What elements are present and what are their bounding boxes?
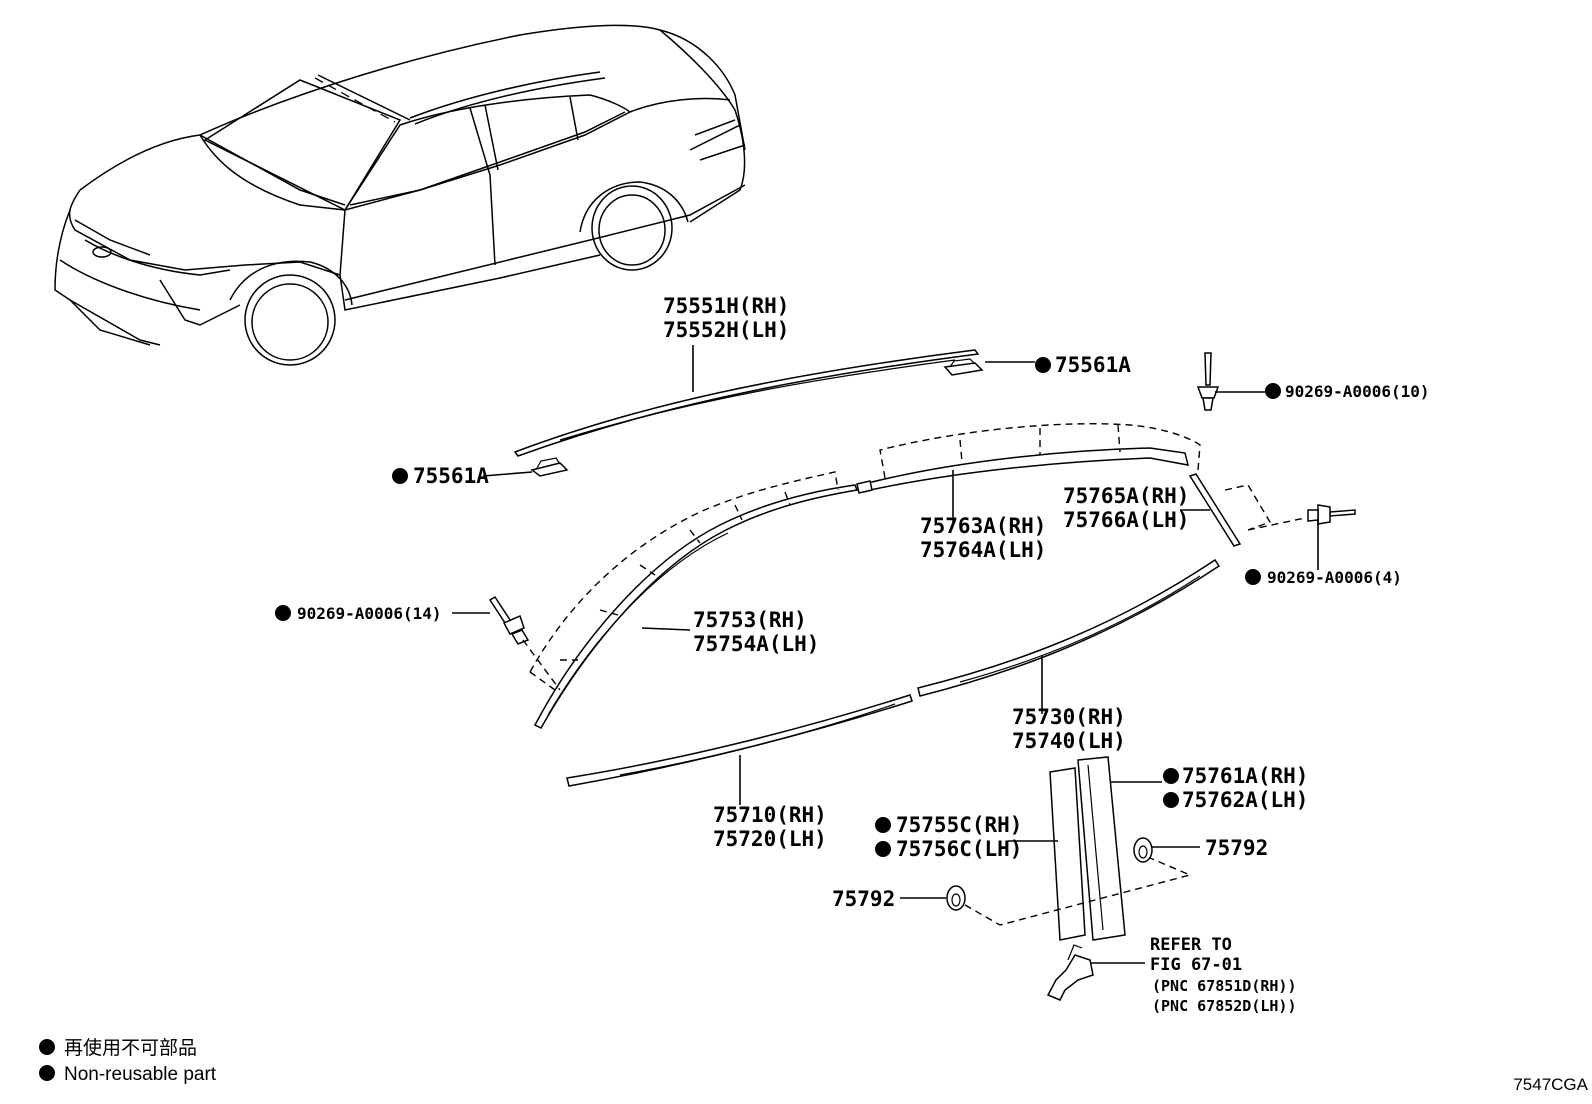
legend: 再使用不可部品 Non-reusable part bbox=[39, 1037, 217, 1085]
label-75766a: 75766A(LH) bbox=[1063, 508, 1189, 532]
label-75710: 75710(RH) bbox=[713, 803, 827, 827]
label-75720: 75720(LH) bbox=[713, 827, 827, 851]
label-75730: 75730(RH) bbox=[1012, 705, 1126, 729]
reference-note: REFER TO FIG 67-01 (PNC 67851D(RH)) (PNC… bbox=[1150, 935, 1297, 1015]
bullet-icon bbox=[392, 468, 408, 484]
part-labels: 75551H(RH) 75552H(LH) 75561A 90269-A0006… bbox=[297, 294, 1430, 911]
label-75792-right: 75792 bbox=[1205, 836, 1268, 860]
label-75761a: 75761A(RH) bbox=[1182, 764, 1308, 788]
rear-door-rear-molding bbox=[1188, 473, 1242, 547]
molding-clip-left bbox=[530, 457, 569, 477]
label-75763a: 75763A(RH) bbox=[920, 514, 1046, 538]
label-75756c: 75756C(LH) bbox=[896, 837, 1022, 861]
label-75792-left: 75792 bbox=[832, 887, 895, 911]
reference-line-2: FIG 67-01 bbox=[1150, 955, 1242, 975]
front-belt-molding bbox=[566, 694, 913, 787]
bullet-icon bbox=[875, 841, 891, 857]
center-pillar-garnish-front bbox=[1049, 767, 1086, 941]
bullet-icon bbox=[275, 605, 291, 621]
label-75764a: 75764A(LH) bbox=[920, 538, 1046, 562]
label-75762a: 75762A(LH) bbox=[1182, 788, 1308, 812]
construction-lines bbox=[522, 423, 1306, 926]
rear-belt-molding bbox=[917, 558, 1221, 697]
reference-line-3: (PNC 67851D(RH)) bbox=[1152, 977, 1297, 995]
rear-door-frame-molding bbox=[856, 447, 1190, 494]
label-75753: 75753(RH) bbox=[693, 608, 807, 632]
front-door-frame-molding bbox=[533, 484, 859, 729]
clip-fastener-4 bbox=[1307, 504, 1356, 525]
reference-line-4: (PNC 67852D(LH)) bbox=[1152, 997, 1297, 1015]
bullet-icon bbox=[1035, 357, 1051, 373]
clip-fastener-10 bbox=[1196, 352, 1220, 411]
grommet-left bbox=[946, 885, 966, 911]
label-90269-14: 90269-A0006(14) bbox=[297, 604, 442, 623]
non-reusable-markers bbox=[275, 357, 1281, 857]
label-75755c: 75755C(RH) bbox=[896, 813, 1022, 837]
label-75561a-right: 75561A bbox=[1055, 353, 1131, 377]
bullet-icon bbox=[1163, 792, 1179, 808]
bullet-icon bbox=[1265, 383, 1281, 399]
legend-english: Non-reusable part bbox=[64, 1064, 217, 1085]
legend-bullet-icon bbox=[39, 1039, 55, 1055]
legend-japanese: 再使用不可部品 bbox=[64, 1037, 197, 1059]
label-75561a-left: 75561A bbox=[413, 464, 489, 488]
car-illustration bbox=[54, 24, 746, 366]
roof-drip-molding bbox=[513, 349, 980, 457]
label-90269-10: 90269-A0006(10) bbox=[1285, 382, 1430, 401]
clip-fastener-14 bbox=[488, 595, 530, 645]
label-75740: 75740(LH) bbox=[1012, 729, 1126, 753]
label-75754a: 75754A(LH) bbox=[693, 632, 819, 656]
bullet-icon bbox=[1163, 768, 1179, 784]
leader-lines bbox=[452, 345, 1319, 964]
reference-bracket bbox=[1046, 944, 1094, 1001]
grommet-right bbox=[1133, 837, 1153, 863]
label-90269-4: 90269-A0006(4) bbox=[1267, 568, 1402, 587]
center-pillar-garnish-rear bbox=[1077, 756, 1126, 941]
molding-clip-right bbox=[943, 358, 984, 376]
legend-bullet-icon bbox=[39, 1065, 55, 1081]
label-75765a: 75765A(RH) bbox=[1063, 484, 1189, 508]
figure-code: 7547CGA bbox=[1513, 1075, 1588, 1094]
bullet-icon bbox=[875, 817, 891, 833]
reference-line-1: REFER TO bbox=[1150, 935, 1232, 955]
label-75552h: 75552H(LH) bbox=[663, 318, 789, 342]
bullet-icon bbox=[1245, 569, 1261, 585]
label-75551h: 75551H(RH) bbox=[663, 294, 789, 318]
